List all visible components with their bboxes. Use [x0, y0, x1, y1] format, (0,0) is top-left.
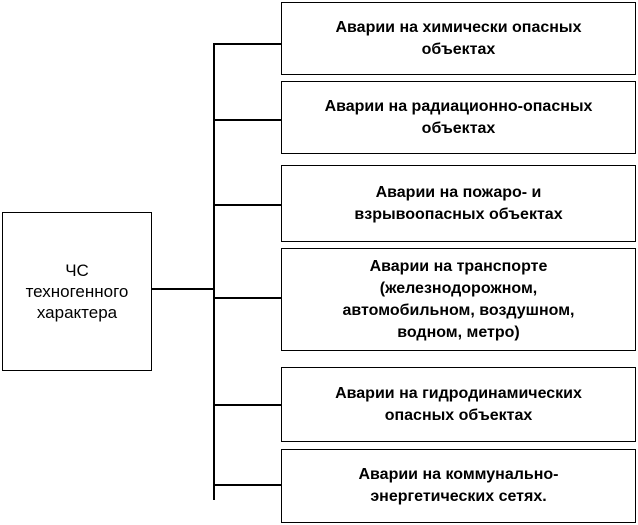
branch-node-radiation: Аварии на радиационно-опасных объектах [281, 81, 636, 154]
branch-node-label: Аварии на коммунально- энергетических се… [358, 466, 559, 505]
branch-node-label: Аварии на транспорте (железнодорожном, а… [342, 257, 575, 341]
root-node: ЧС техногенного характера [2, 212, 152, 371]
vertical-trunk [213, 43, 215, 500]
root-node-label: ЧС техногенного характера [25, 261, 129, 322]
branch-node-transport: Аварии на транспорте (железнодорожном, а… [281, 248, 636, 351]
branch-node-label: Аварии на пожаро- и взрывоопасных объект… [354, 183, 563, 223]
branch-node-utility: Аварии на коммунально- энергетических се… [281, 449, 636, 523]
branch-node-hydrodynamic: Аварии на гидродинамических опасных объе… [281, 367, 636, 442]
branch-connector-3 [213, 204, 282, 206]
branch-node-label: Аварии на химически опасных объектах [335, 18, 582, 58]
branch-connector-5 [213, 404, 282, 406]
root-connector [150, 288, 214, 290]
branch-node-label: Аварии на гидродинамических опасных объе… [335, 384, 582, 424]
branch-connector-6 [213, 484, 282, 486]
branch-node-label: Аварии на радиационно-опасных объектах [324, 97, 593, 137]
branch-connector-2 [213, 119, 282, 121]
branch-node-fire-explosion: Аварии на пожаро- и взрывоопасных объект… [281, 165, 636, 242]
branch-node-chemical: Аварии на химически опасных объектах [281, 2, 636, 75]
branch-connector-4 [213, 297, 282, 299]
branch-connector-1 [213, 43, 282, 45]
